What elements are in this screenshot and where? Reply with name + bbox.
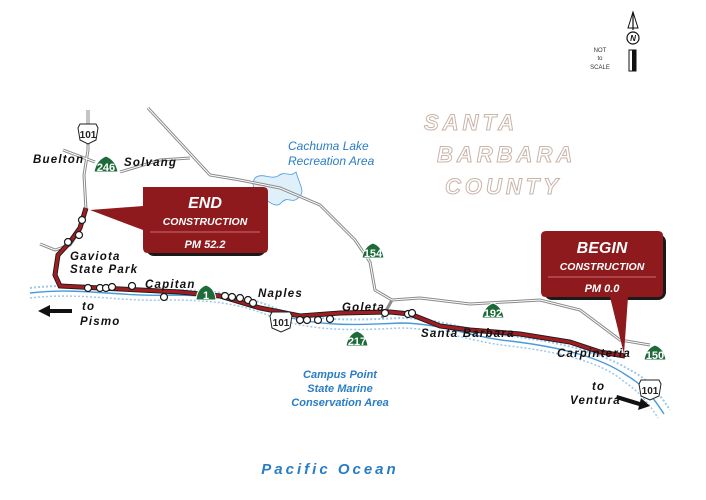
svg-text:PM 0.0: PM 0.0 bbox=[585, 283, 621, 295]
interchanges bbox=[63, 215, 417, 325]
svg-text:BARBARA: BARBARA bbox=[437, 142, 576, 167]
begin-construction-callout: BEGIN CONSTRUCTION PM 0.0 bbox=[541, 231, 666, 354]
place-solvang: Solvang bbox=[124, 157, 177, 169]
north-arrow: N bbox=[626, 10, 640, 72]
svg-text:SCALE: SCALE bbox=[590, 65, 610, 71]
svg-text:to: to bbox=[597, 56, 603, 62]
svg-text:Cachuma Lake: Cachuma Lake bbox=[288, 139, 369, 153]
us-101-shield-naples: 101 bbox=[269, 311, 293, 333]
place-naples: Naples bbox=[258, 288, 303, 300]
svg-text:NOT: NOT bbox=[594, 48, 607, 54]
svg-text:Pismo: Pismo bbox=[80, 316, 121, 328]
svg-text:BEGIN: BEGIN bbox=[577, 240, 628, 257]
ca-192-shield: 192 bbox=[481, 302, 505, 320]
svg-text:192: 192 bbox=[484, 308, 502, 320]
place-goleta: Goleta bbox=[342, 302, 385, 314]
svg-text:150: 150 bbox=[646, 350, 664, 362]
marine-area-label: Campus Point State Marine Conservation A… bbox=[291, 369, 388, 409]
svg-text:COUNTY: COUNTY bbox=[445, 174, 562, 199]
svg-text:SANTA: SANTA bbox=[424, 110, 518, 135]
ca-1-shield: 1 bbox=[195, 284, 217, 302]
svg-text:101: 101 bbox=[642, 386, 659, 397]
svg-text:Conservation Area: Conservation Area bbox=[291, 397, 388, 409]
svg-text:PM 52.2: PM 52.2 bbox=[185, 239, 226, 251]
svg-text:END: END bbox=[188, 195, 222, 212]
to-ventura: to Ventura bbox=[570, 381, 650, 410]
ca-217-shield: 217 bbox=[345, 330, 369, 348]
svg-text:Recreation Area: Recreation Area bbox=[288, 154, 375, 168]
svg-text:246: 246 bbox=[97, 162, 115, 174]
svg-text:CONSTRUCTION: CONSTRUCTION bbox=[560, 261, 645, 273]
svg-text:217: 217 bbox=[348, 336, 366, 348]
county-label: SANTA BARBARA COUNTY bbox=[424, 110, 576, 200]
ca-154-shield: 154 bbox=[361, 242, 385, 260]
place-gaviota-2: State Park bbox=[70, 264, 138, 276]
svg-text:101: 101 bbox=[273, 318, 290, 329]
svg-text:N: N bbox=[630, 34, 636, 43]
place-carpinteria: Carpinteria bbox=[557, 348, 631, 360]
ca-150-shield: 150 bbox=[643, 344, 667, 362]
svg-text:to: to bbox=[592, 381, 605, 393]
end-construction-callout: END CONSTRUCTION PM 52.2 bbox=[90, 187, 268, 256]
place-santa-barbara: Santa Barbara bbox=[421, 328, 515, 340]
ca-246-shield: 246 bbox=[93, 155, 119, 174]
svg-text:to: to bbox=[82, 301, 95, 313]
svg-text:Campus Point: Campus Point bbox=[303, 369, 378, 381]
svg-text:101: 101 bbox=[80, 130, 97, 141]
ocean-label: Pacific Ocean bbox=[261, 461, 398, 478]
lake-label: Cachuma Lake Recreation Area bbox=[288, 139, 375, 168]
place-capitan: Capitan bbox=[145, 279, 196, 291]
place-buellton: Buelton bbox=[33, 154, 84, 166]
to-pismo: to Pismo bbox=[38, 301, 121, 328]
scale-note: NOT to SCALE bbox=[590, 48, 610, 71]
construction-route bbox=[52, 207, 626, 359]
svg-text:State Marine: State Marine bbox=[307, 383, 372, 395]
svg-text:154: 154 bbox=[364, 248, 383, 260]
place-gaviota-1: Gaviota bbox=[70, 251, 121, 263]
us-101-shield-north: 101 bbox=[77, 123, 99, 145]
svg-text:Ventura: Ventura bbox=[570, 395, 621, 407]
svg-text:1: 1 bbox=[203, 290, 209, 302]
svg-text:CONSTRUCTION: CONSTRUCTION bbox=[163, 216, 248, 228]
us-101-shield-south: 101 bbox=[638, 379, 662, 401]
